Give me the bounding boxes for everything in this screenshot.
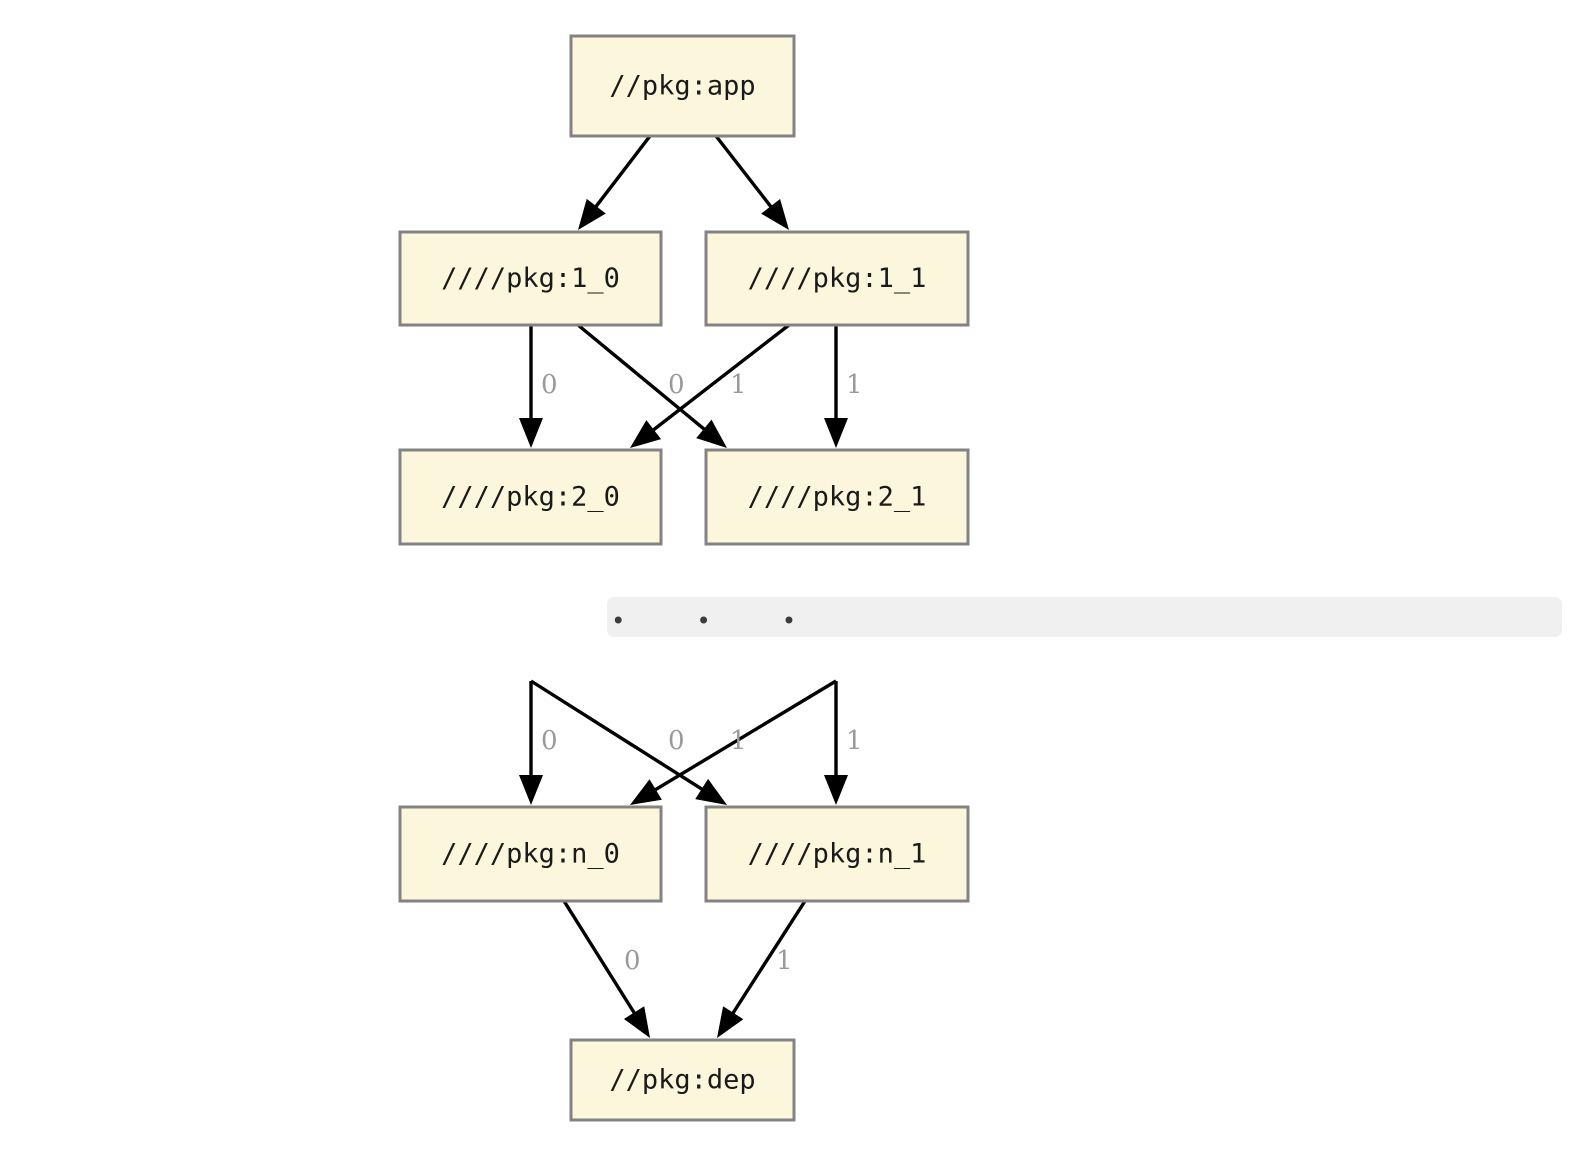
- node-box: [704, 448, 970, 546]
- arrowhead-icon: [824, 775, 848, 805]
- node-layer: //pkg:app ////pkg:1_0 ////pkg:1_1 ////pkg:2…: [398, 34, 970, 1122]
- node-label: //pkg:app: [609, 71, 755, 102]
- edge-shaft: [730, 900, 807, 1017]
- edge-layer: [519, 134, 848, 1038]
- graph-edge: [630, 679, 837, 805]
- edge-label: 0: [668, 726, 685, 756]
- edge-label: 1: [776, 946, 793, 976]
- graph-edge: [824, 325, 848, 448]
- edge-label: 0: [624, 946, 641, 976]
- arrowhead-icon: [824, 418, 848, 448]
- arrowhead-icon: [717, 1006, 744, 1038]
- edge-shaft: [593, 134, 652, 210]
- arrowhead-icon: [519, 418, 543, 448]
- arrowhead-icon: [630, 779, 662, 805]
- graph-truncation-band: [607, 597, 1562, 637]
- graph-node-2_1[interactable]: ////pkg:2_1: [704, 448, 970, 546]
- node-box: [398, 230, 663, 327]
- node-label: ////pkg:n_0: [441, 839, 620, 870]
- node-box: [704, 230, 970, 327]
- arrowhead-icon: [519, 775, 543, 805]
- graph-edge: [578, 134, 652, 230]
- node-label: //pkg:dep: [609, 1065, 755, 1096]
- arrowhead-icon: [761, 198, 789, 230]
- graph-edge: [562, 900, 650, 1038]
- edge-label: 1: [730, 370, 747, 400]
- graph-node-app[interactable]: //pkg:app: [569, 34, 796, 138]
- node-box: [569, 1038, 796, 1122]
- edge-shaft: [652, 679, 837, 793]
- edge-label: 1: [730, 726, 747, 756]
- node-label: ////pkg:1_0: [441, 263, 620, 294]
- edge-shaft: [650, 323, 791, 433]
- graph-edge: [530, 679, 727, 805]
- graph-edge: [714, 134, 789, 230]
- edge-shaft: [714, 134, 774, 210]
- edge-label: 0: [541, 370, 558, 400]
- arrowhead-icon: [630, 420, 662, 448]
- arrowhead-icon: [623, 1006, 650, 1038]
- edge-shaft: [576, 323, 708, 433]
- node-label: ////pkg:2_1: [748, 482, 927, 513]
- node-box: [704, 805, 970, 903]
- node-box: [398, 805, 663, 903]
- node-label: ////pkg:n_1: [748, 839, 927, 870]
- edge-label: 0: [668, 370, 685, 400]
- arrowhead-icon: [578, 198, 606, 230]
- ellipsis-indicator: • • •: [611, 607, 811, 635]
- graph-node-dep[interactable]: //pkg:dep: [569, 1038, 796, 1122]
- edge-shaft: [530, 679, 706, 793]
- graph-node-n_0[interactable]: ////pkg:n_0: [398, 805, 663, 903]
- edge-label: 1: [846, 726, 863, 756]
- graph-edge: [576, 323, 727, 448]
- node-label: ////pkg:2_0: [441, 482, 620, 513]
- edge-label-layer: 0 1 0 1 0 1 0 1 0 1: [541, 370, 863, 976]
- edge-label: 1: [846, 370, 863, 400]
- graph-edge: [717, 900, 807, 1038]
- graph-node-n_1[interactable]: ////pkg:n_1: [704, 805, 970, 903]
- graph-node-1_0[interactable]: ////pkg:1_0: [398, 230, 663, 327]
- arrowhead-icon: [695, 778, 727, 805]
- edge-label: 0: [541, 726, 558, 756]
- graph-edge: [519, 681, 543, 805]
- node-label: ////pkg:1_1: [748, 263, 927, 294]
- node-box: [398, 448, 663, 546]
- edge-shaft: [562, 900, 638, 1017]
- graph-node-2_0[interactable]: ////pkg:2_0: [398, 448, 663, 546]
- graph-node-1_1[interactable]: ////pkg:1_1: [704, 230, 970, 327]
- arrowhead-icon: [696, 419, 727, 448]
- graph-edge: [824, 681, 848, 805]
- graph-edge: [630, 323, 791, 448]
- graph-edge: [519, 325, 543, 448]
- node-box: [569, 34, 796, 138]
